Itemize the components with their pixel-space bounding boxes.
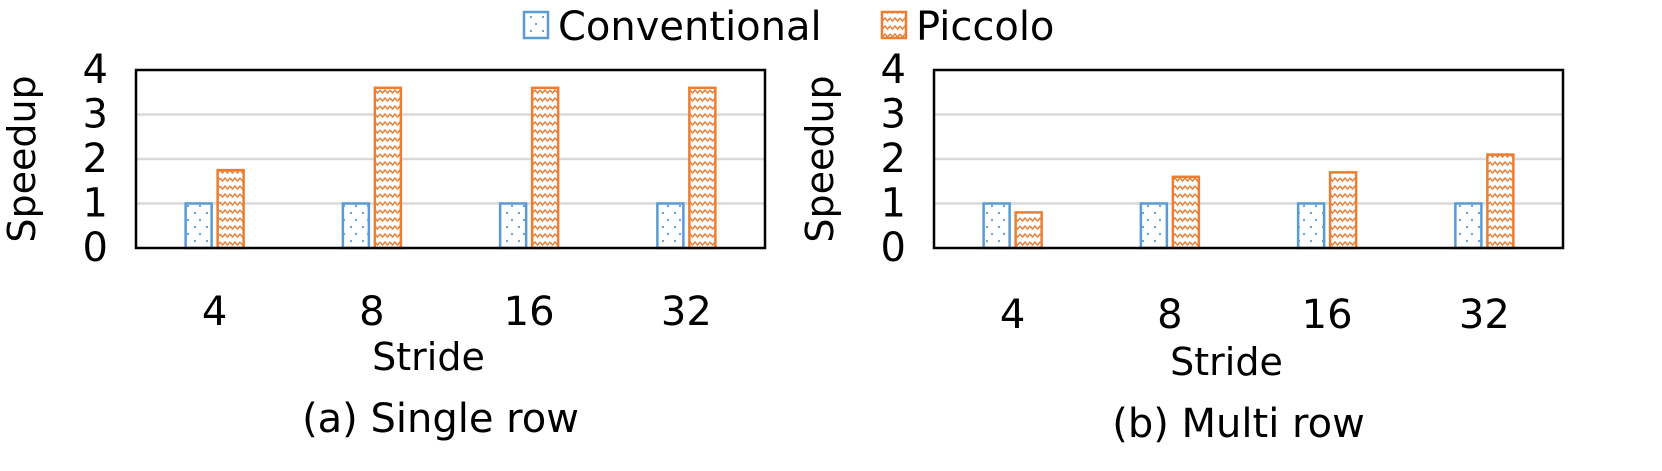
bar-piccolo-stride-8 (373, 86, 403, 250)
bar-conventional-stride-4 (184, 202, 213, 250)
gridlines (934, 113, 1563, 205)
bar-piccolo-stride-8 (1171, 175, 1201, 250)
legend: Conventional Piccolo (522, 4, 1054, 50)
bar-piccolo-stride-32 (688, 86, 717, 250)
x-tick-label: 4 (1000, 292, 1025, 338)
bar-conventional-stride-8 (341, 202, 371, 250)
legend-label-piccolo: Piccolo (916, 4, 1054, 50)
y-tick-label: 0 (881, 225, 906, 271)
legend-swatch-conventional (522, 10, 550, 40)
bar-conventional-stride-32 (1454, 202, 1483, 250)
x-axis-label: Stride (372, 335, 485, 379)
bar-conventional-stride-4 (982, 202, 1011, 250)
legend-item-piccolo: Piccolo (880, 4, 1054, 50)
bar-piccolo-stride-16 (1328, 171, 1358, 250)
y-tick-label: 2 (881, 136, 906, 182)
plot-frame (134, 68, 767, 250)
bars (184, 86, 717, 250)
y-tick-label: 1 (83, 181, 108, 227)
bar-piccolo-stride-16 (530, 86, 560, 250)
y-axis-label: Speedup (798, 75, 842, 242)
y-axis-label: Speedup (0, 75, 44, 242)
bar-piccolo-stride-4 (1014, 211, 1043, 250)
y-tick-label: 3 (881, 92, 906, 138)
x-tick-label: 16 (504, 289, 555, 335)
legend-swatch-piccolo (880, 10, 908, 40)
x-tick-label: 8 (1157, 292, 1182, 338)
x-tick-label: 16 (1302, 292, 1353, 338)
x-tick-label: 4 (202, 289, 227, 335)
bars (982, 153, 1515, 250)
bar-piccolo-stride-4 (216, 168, 245, 250)
x-axis-ticks: 4 8 16 32 (202, 289, 712, 335)
x-tick-label: 32 (661, 289, 712, 335)
x-tick-label: 32 (1459, 292, 1510, 338)
y-tick-label: 3 (83, 92, 108, 138)
y-tick-label: 4 (83, 47, 108, 93)
x-tick-label: 8 (359, 289, 384, 335)
bar-conventional-stride-16 (1296, 202, 1326, 250)
bar-conventional-stride-32 (656, 202, 685, 250)
y-tick-label: 0 (83, 225, 108, 271)
bar-conventional-stride-8 (1139, 202, 1169, 250)
legend-item-conventional: Conventional (522, 4, 822, 50)
panel-caption: (b) Multi row (1112, 401, 1365, 447)
y-tick-label: 1 (881, 181, 906, 227)
panel-caption: (a) Single row (302, 396, 579, 442)
plot-frame (932, 68, 1565, 250)
bar-conventional-stride-16 (498, 202, 528, 250)
x-axis-label: Stride (1170, 340, 1283, 384)
x-axis-ticks: 4 8 16 32 (1000, 292, 1510, 338)
y-tick-label: 4 (881, 47, 906, 93)
bar-piccolo-stride-32 (1486, 153, 1515, 250)
legend-label-conventional: Conventional (558, 4, 822, 50)
y-tick-label: 2 (83, 136, 108, 182)
